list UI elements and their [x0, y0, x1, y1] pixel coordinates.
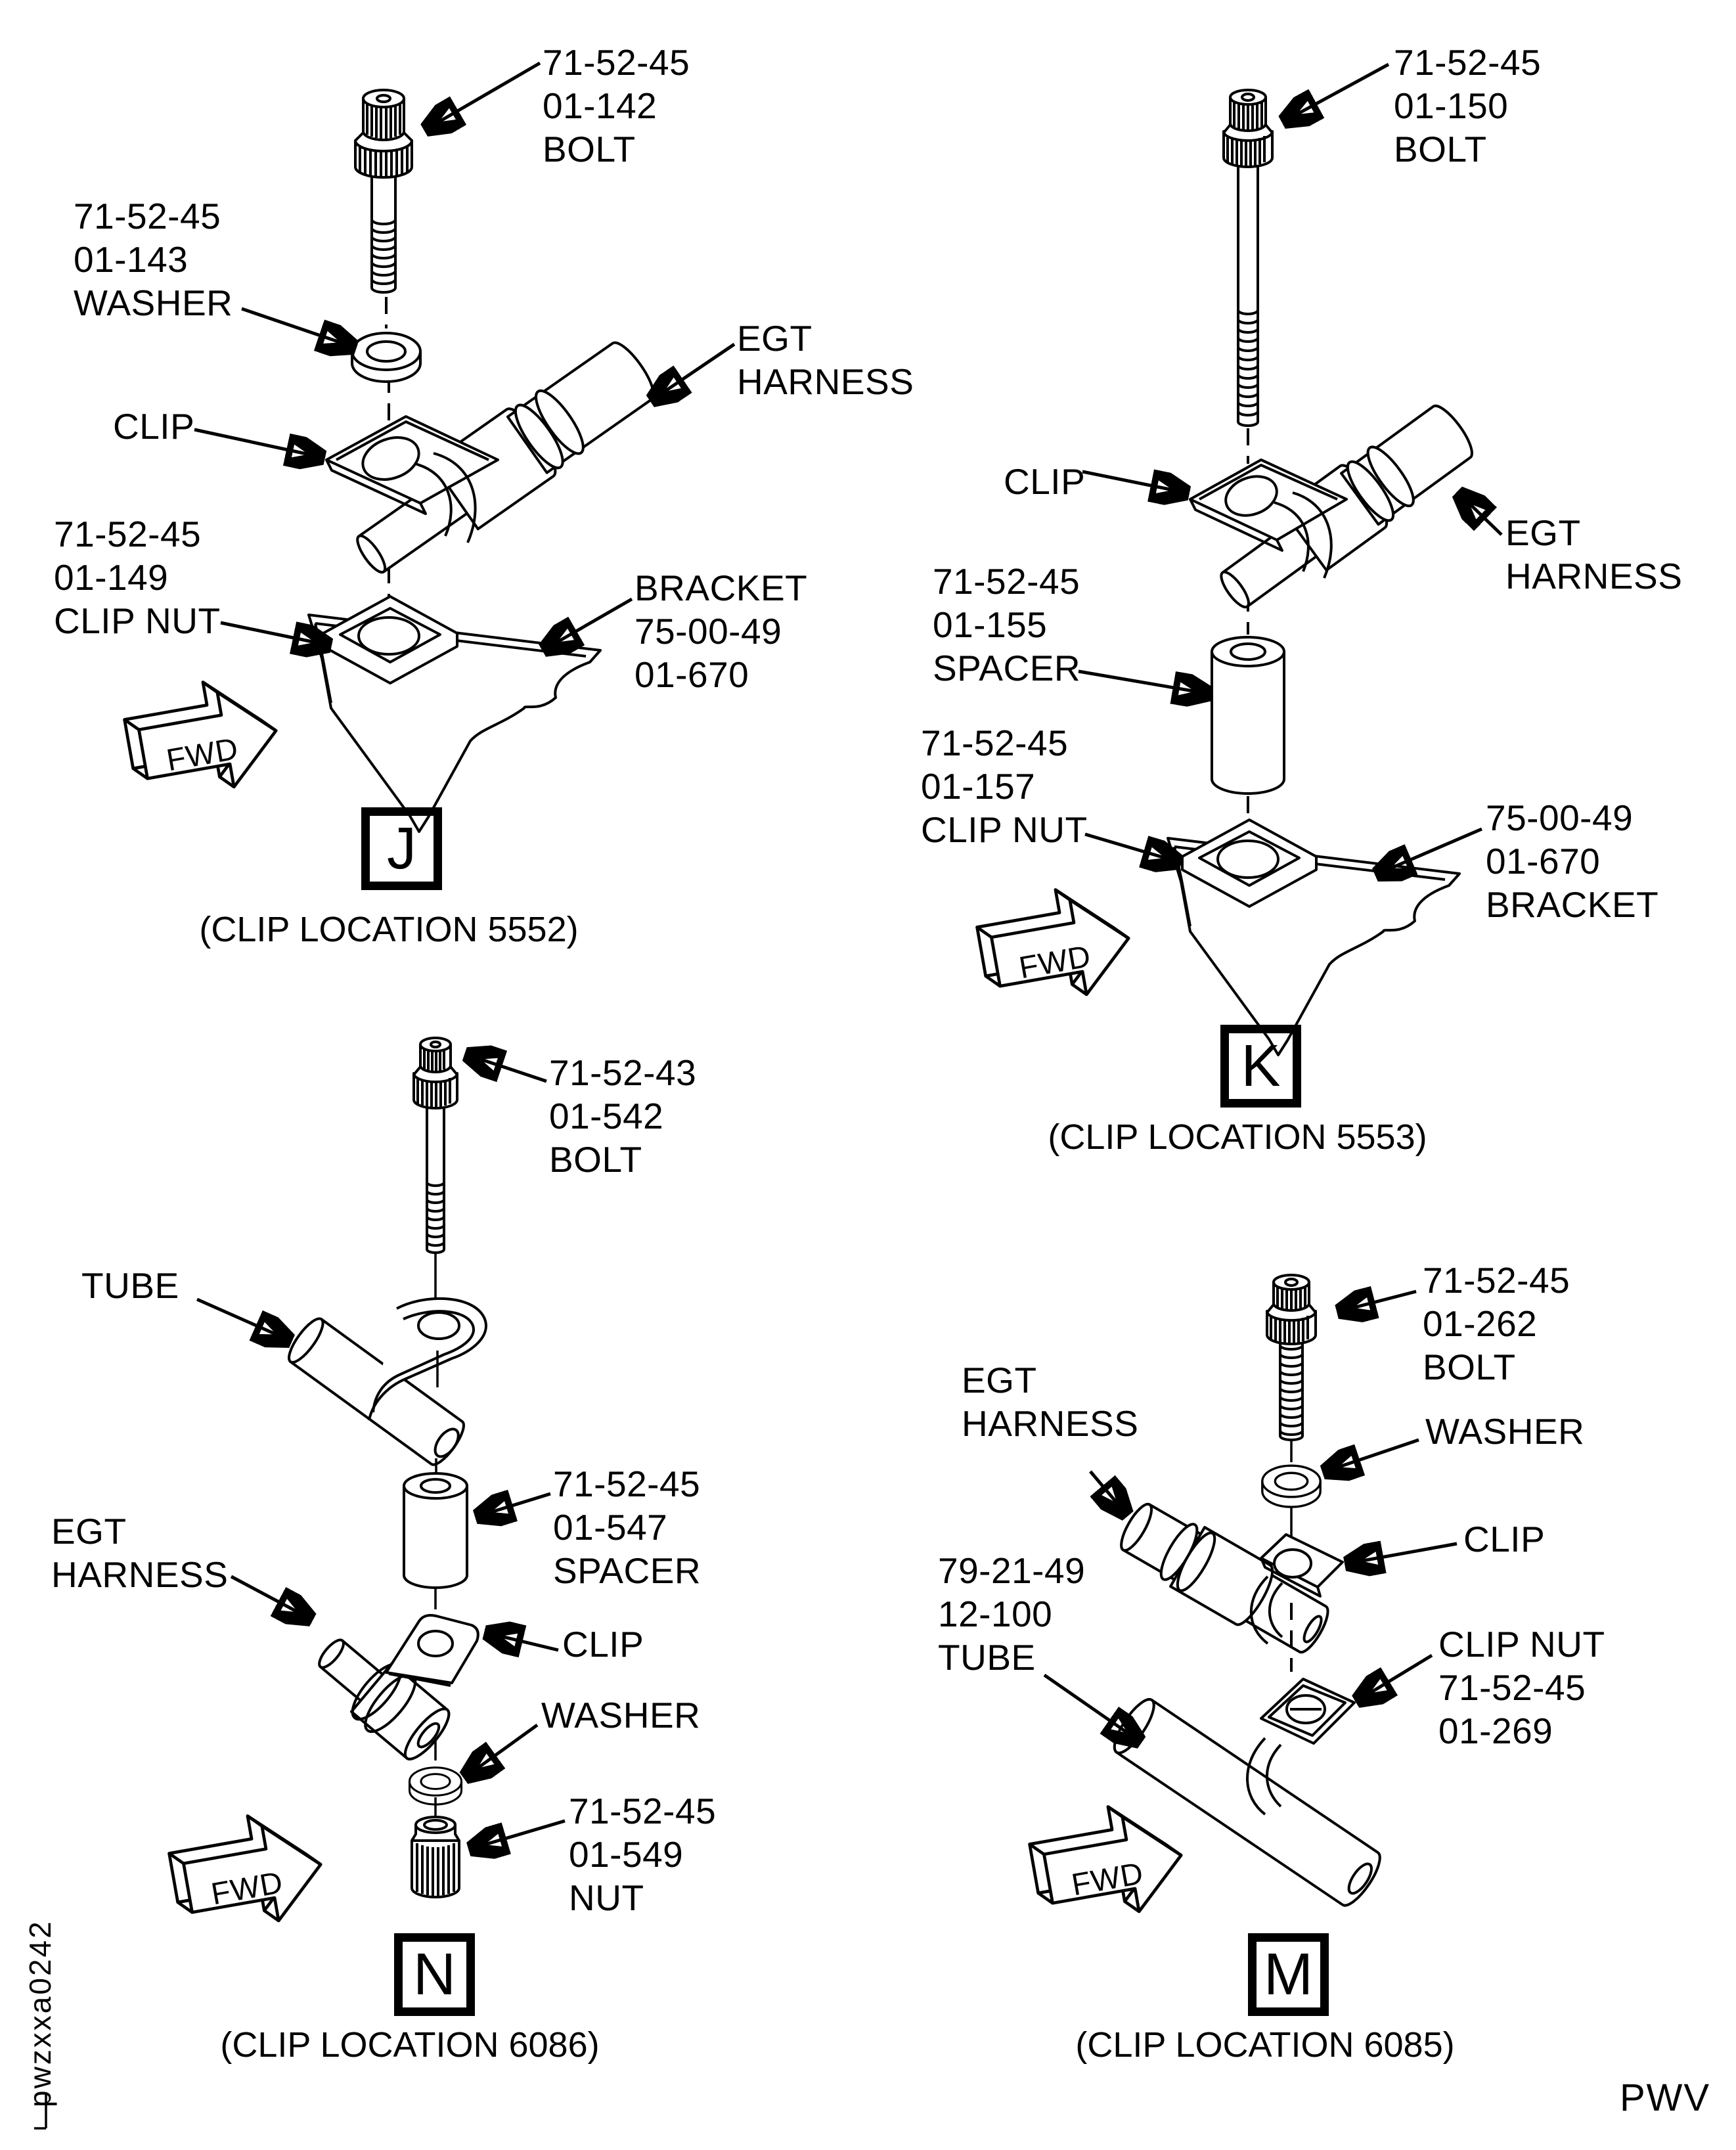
fig-n-letter-box: N — [394, 1933, 475, 2016]
label-j-bolt: 71-52-45 01-142 BOLT — [543, 42, 690, 169]
label-m-clip-nut: CLIP NUT 71-52-45 01-269 — [1438, 1624, 1605, 1751]
fig-n-art: FWD — [34, 1037, 566, 2130]
label-m-egt-harness: EGT HARNESS — [962, 1360, 1139, 1444]
label-j-clip: CLIP — [113, 406, 195, 447]
label-j-washer: 71-52-45 01-143 WASHER — [74, 196, 233, 323]
clip-graphic-j — [325, 415, 499, 543]
clip-graphic-n — [318, 1614, 479, 1760]
corner-mark — [34, 2093, 47, 2130]
label-j-bracket: BRACKET 75-00-49 01-670 — [634, 568, 808, 695]
leader-arrows-j — [194, 61, 736, 649]
label-n-spacer: 71-52-45 01-547 SPACER — [553, 1464, 701, 1591]
label-n-egt-harness: EGT HARNESS — [51, 1511, 229, 1595]
label-j-egt-harness: EGT HARNESS — [737, 318, 914, 402]
fig-m-letter: M — [1264, 1942, 1313, 2007]
egt-harness-graphic-j — [356, 341, 656, 574]
fig-m-art: FWD — [1025, 1274, 1458, 1928]
fig-n-letter: N — [413, 1942, 456, 2007]
label-j-clip-nut: 71-52-45 01-149 CLIP NUT — [54, 514, 221, 641]
nut-graphic-n — [411, 1816, 460, 1898]
fig-j-letter: J — [387, 816, 416, 882]
fig-k-letter-box: K — [1220, 1025, 1301, 1108]
label-k-egt-harness: EGT HARNESS — [1505, 512, 1683, 596]
publisher-code: PWV — [1620, 2076, 1711, 2119]
label-k-clip-nut: 71-52-45 01-157 CLIP NUT — [921, 723, 1088, 850]
label-k-spacer: 71-52-45 01-155 SPACER — [933, 561, 1081, 688]
clip-nut-graphic-m — [1246, 1678, 1356, 1816]
fig-j-letter-box: J — [361, 807, 442, 890]
egt-harness-graphic-m — [1120, 1502, 1329, 1654]
clip-graphic-k — [1189, 459, 1348, 579]
bolt-graphic-k — [1222, 89, 1274, 427]
fig-k-art: FWD — [973, 62, 1503, 1056]
tube-graphic-n — [288, 1297, 487, 1466]
label-n-nut: 71-52-45 01-549 NUT — [569, 1791, 717, 1918]
bolt-graphic-m — [1266, 1274, 1317, 1441]
label-m-clip: CLIP — [1463, 1519, 1546, 1559]
fig-k-letter: K — [1241, 1033, 1281, 1099]
fig-j-caption: (CLIP LOCATION 5552) — [199, 910, 579, 949]
label-m-washer: WASHER — [1425, 1411, 1585, 1452]
label-n-clip: CLIP — [562, 1624, 644, 1665]
fig-m-letter-box: M — [1248, 1933, 1329, 2016]
fig-m-caption: (CLIP LOCATION 6085) — [1075, 2025, 1455, 2065]
label-k-bracket: 75-00-49 01-670 BRACKET — [1486, 797, 1659, 925]
label-k-bolt: 71-52-45 01-150 BOLT — [1394, 42, 1542, 169]
label-m-bolt: 71-52-45 01-262 BOLT — [1423, 1260, 1570, 1387]
spacer-graphic-k — [1211, 636, 1285, 795]
bolt-graphic-j — [354, 89, 413, 294]
washer-graphic-j — [351, 332, 422, 383]
label-n-tube: TUBE — [81, 1265, 179, 1306]
washer-graphic-m — [1261, 1464, 1322, 1508]
bolt-graphic-n — [412, 1037, 458, 1254]
fig-n-caption: (CLIP LOCATION 6086) — [220, 2025, 600, 2065]
doc-code-vertical: pwzxxa0242 — [23, 1919, 57, 2107]
label-n-washer: WASHER — [541, 1695, 701, 1736]
label-k-clip: CLIP — [1004, 461, 1086, 502]
fig-j-art: FWD — [120, 61, 736, 833]
leader-arrows-k — [1078, 62, 1503, 874]
spacer-graphic-n — [403, 1472, 468, 1589]
label-m-tube: 79-21-49 12-100 TUBE — [938, 1550, 1086, 1678]
label-n-bolt: 71-52-43 01-542 BOLT — [549, 1052, 697, 1180]
leader-arrows-m — [1043, 1291, 1458, 1741]
leader-arrows-n — [196, 1055, 566, 1848]
fig-k-caption: (CLIP LOCATION 5553) — [1048, 1117, 1427, 1157]
